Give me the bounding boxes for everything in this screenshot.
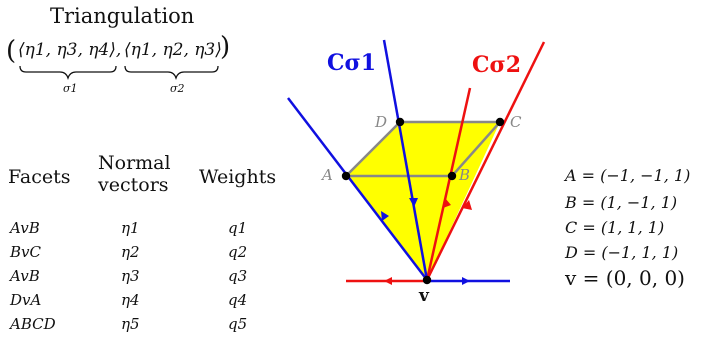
- label-v: v: [419, 286, 429, 306]
- red-ray-right: [425, 41, 546, 281]
- arrow-base-blue: [462, 277, 470, 285]
- coord-v: v = (0, 0, 0): [565, 266, 685, 290]
- open-paren: (: [6, 36, 17, 66]
- brace-sigma2: [124, 65, 219, 81]
- row2-facet: BvC: [10, 243, 41, 261]
- arrow-red-mid: [443, 198, 451, 208]
- row5-facet: ABCD: [10, 315, 56, 333]
- label-d: D: [375, 113, 388, 131]
- vertex-d-dot: [395, 117, 405, 127]
- vertex-b-dot: [447, 171, 457, 181]
- row1-facet: AvB: [10, 219, 40, 237]
- row4-facet: DvA: [10, 291, 42, 309]
- coord-b: B = (1, −1, 1): [565, 193, 678, 212]
- row3-normal: η3: [121, 267, 140, 285]
- sigma2-body: ⟨η1, η2, η3⟩: [124, 40, 222, 60]
- row1-weight: q1: [228, 219, 248, 237]
- row2-weight: q2: [228, 243, 248, 261]
- arrow-blue-left: [381, 211, 389, 221]
- coord-d: D = (−1, 1, 1): [565, 243, 679, 262]
- header-facets: Facets: [8, 166, 71, 188]
- row1-normal: η1: [121, 219, 140, 237]
- row3-weight: q3: [228, 267, 248, 285]
- header-weights: Weights: [199, 166, 277, 188]
- label-c: C: [510, 113, 522, 131]
- header-normal-line2: vectors: [98, 174, 169, 196]
- sigma2-label: σ2: [170, 82, 185, 95]
- label-b: B: [459, 166, 471, 184]
- row2-normal: η2: [121, 243, 140, 261]
- header-normal-line1: Normal: [98, 152, 171, 174]
- arrow-blue-mid: [409, 198, 418, 207]
- brace-sigma1: [19, 65, 117, 81]
- blue-ray-mid: [382, 39, 429, 281]
- row4-normal: η4: [121, 291, 140, 309]
- red-ray-mid: [425, 87, 472, 281]
- row4-weight: q4: [228, 291, 248, 309]
- arrow-red-right: [462, 200, 472, 210]
- cone2-label: Cσ2: [472, 52, 522, 78]
- sigma1-body: ⟨η1, η3, η4⟩,: [18, 40, 122, 60]
- sigma1-label: σ1: [63, 82, 78, 95]
- vertex-v-dot: [422, 275, 432, 285]
- yellow-region: [346, 122, 500, 280]
- row5-weight: q5: [228, 315, 248, 333]
- row3-facet: AvB: [10, 267, 40, 285]
- row5-normal: η5: [121, 315, 140, 333]
- coord-a: A = (−1, −1, 1): [565, 166, 691, 185]
- cone1-label: Cσ1: [327, 50, 377, 76]
- vertex-a-dot: [341, 171, 351, 181]
- close-paren: ): [220, 32, 231, 62]
- coord-c: C = (1, 1, 1): [565, 218, 665, 237]
- triangulation-expression: (: [6, 36, 16, 66]
- vertex-c-dot: [495, 117, 505, 127]
- page-title: Triangulation: [50, 4, 195, 28]
- blue-ray-left: [287, 97, 428, 281]
- arrow-base-red: [384, 277, 392, 285]
- label-a: A: [322, 166, 333, 184]
